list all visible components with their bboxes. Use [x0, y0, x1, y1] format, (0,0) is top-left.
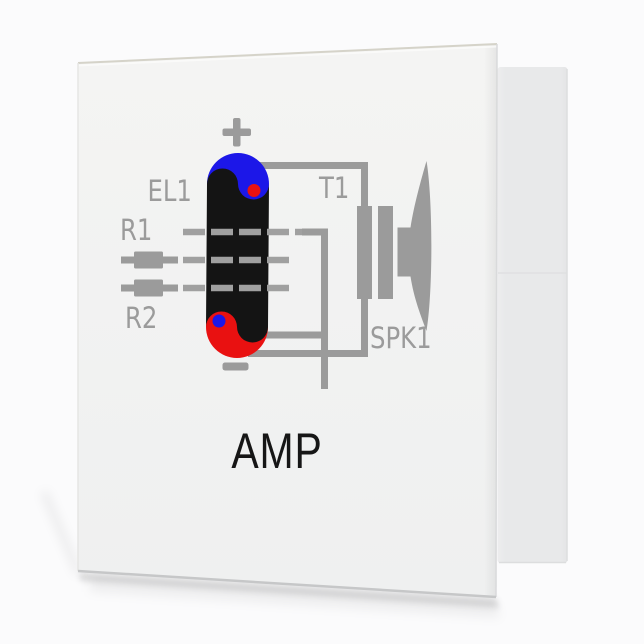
- wire-transformer-to-bottom: [248, 297, 368, 357]
- speaker-icon: [397, 161, 432, 331]
- label-r1: R1: [120, 213, 153, 247]
- pages-edge: [497, 67, 568, 563]
- tube-body: [206, 168, 269, 343]
- resistor-r2: [134, 279, 163, 297]
- resistor-r1: [134, 251, 163, 269]
- cover-title: AMP: [231, 423, 323, 479]
- tube-leads: [183, 228, 302, 292]
- cover-right-shading: [483, 44, 497, 597]
- amp-schematic: [121, 118, 432, 389]
- tube-top-dot: [247, 184, 261, 197]
- cover-face: [78, 44, 497, 597]
- plus-icon: [222, 118, 251, 147]
- transformer-bar-right: [378, 206, 393, 299]
- label-spk1: SPK1: [370, 321, 432, 355]
- cover-top-highlight: [77, 45, 498, 67]
- wire-top-to-transformer: [256, 162, 368, 208]
- tube-el1: [206, 153, 269, 358]
- transformer-bar-left: [357, 206, 372, 299]
- wires: [121, 162, 368, 389]
- tube-bottom-dot: [212, 314, 226, 328]
- label-r2: R2: [125, 301, 158, 335]
- label-t1: T1: [319, 171, 350, 205]
- minus-icon: [222, 362, 249, 371]
- drop-shadows: [40, 490, 566, 618]
- binder-front-cover: [77, 43, 498, 599]
- wire-feedback-drop: [302, 228, 328, 389]
- cover-bottom-edge: [77, 569, 497, 599]
- transformer-t1: [357, 206, 393, 299]
- binder-pages-block: [497, 67, 568, 564]
- cover-right-edge: [495, 43, 498, 598]
- shadow-left-diagonal: [40, 490, 83, 576]
- label-el1: EL1: [147, 174, 192, 208]
- shadow-bottom-soft: [90, 576, 500, 618]
- cover-top-edge: [77, 43, 498, 64]
